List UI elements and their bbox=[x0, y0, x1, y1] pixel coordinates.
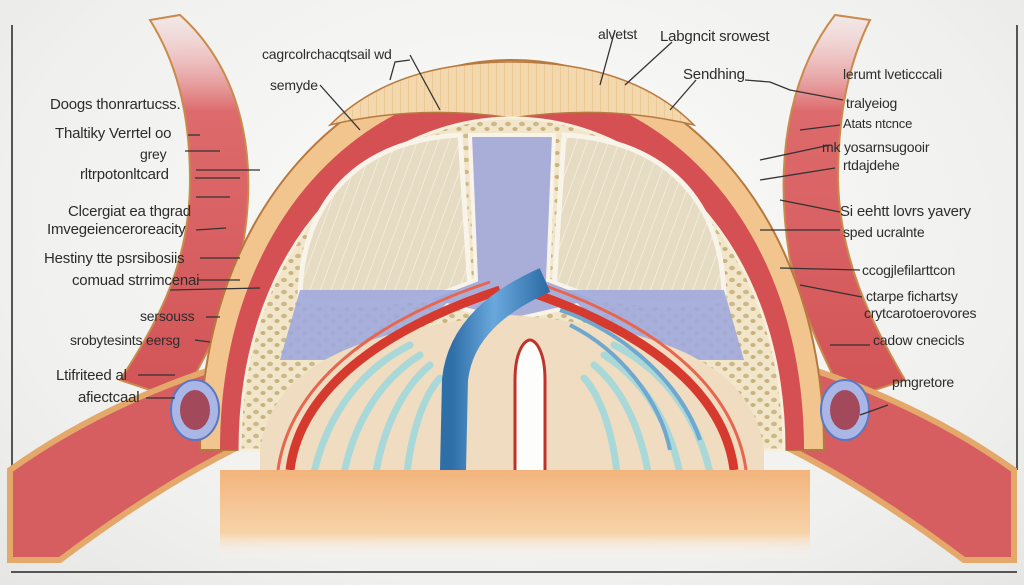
label-left-12: afiectcaal bbox=[78, 389, 140, 406]
label-right-11: cadow cnecicls bbox=[873, 332, 965, 348]
frame-right-line bbox=[1016, 25, 1018, 470]
right-red-vessel bbox=[522, 285, 739, 471]
label-top-1: cagrcolrchacqtsail wd bbox=[262, 46, 392, 62]
label-top-2: semyde bbox=[270, 77, 318, 93]
left-leader-lines bbox=[138, 134, 261, 399]
label-right-1: lerumt lveticccali bbox=[843, 66, 943, 82]
left-red-vessel bbox=[285, 285, 502, 471]
top-leader-lines bbox=[319, 29, 791, 131]
label-left-9: sersouss bbox=[140, 308, 195, 324]
lower-interior bbox=[260, 315, 764, 520]
label-top-4: Labgncit srowest bbox=[660, 28, 770, 45]
label-left-3: grey bbox=[140, 146, 167, 162]
left-red-vessel-2 bbox=[276, 280, 491, 471]
label-left-1: Doogs thonrartucss. bbox=[50, 96, 181, 113]
top-fascia bbox=[327, 61, 697, 127]
label-right-12: pmgretore bbox=[892, 374, 955, 390]
label-left-10: srobytesints eersg bbox=[70, 332, 181, 348]
right-leader-lines bbox=[759, 89, 889, 416]
label-right-5: rtdajdehe bbox=[843, 157, 900, 173]
label-right-10: crytcarotoerovores bbox=[864, 305, 977, 321]
label-left-8: comuad strrimcenai bbox=[72, 272, 200, 289]
label-right-2: tralyeiog bbox=[846, 95, 898, 111]
frame-left-line bbox=[11, 25, 13, 200]
frame-bottom-line bbox=[11, 571, 1017, 573]
label-right-8: ccogjlefilarttcon bbox=[862, 262, 956, 278]
label-right-6: Si eehtt lovrs yavery bbox=[840, 203, 971, 220]
bottom-tendon-fade bbox=[220, 470, 810, 560]
frame-left-line-lower bbox=[11, 200, 13, 540]
label-right-4: mk yosarnsugooir bbox=[822, 139, 930, 155]
label-left-7: Hestiny tte psrsibosiis bbox=[44, 250, 185, 267]
label-left-2: Thaltiky Verrtel oo bbox=[55, 125, 172, 142]
label-top-3: alvetst bbox=[598, 26, 638, 42]
label-left-5: Clcergiat ea thgrad bbox=[68, 203, 191, 220]
right-membrane bbox=[564, 290, 744, 360]
label-right-3: Atats ntcnce bbox=[843, 116, 913, 131]
label-left-11: Ltifriteed al bbox=[56, 367, 127, 384]
label-right-7: sped ucralnte bbox=[843, 224, 925, 240]
main-blue-vessel bbox=[439, 268, 551, 516]
right-red-vessel-2 bbox=[533, 280, 748, 471]
central-channel bbox=[417, 133, 607, 323]
left-membrane bbox=[280, 290, 460, 360]
label-left-4: rltrpotonltcard bbox=[80, 166, 169, 183]
label-top-5: Sendhing bbox=[683, 66, 745, 83]
label-left-6: Imvegeienceroreacity bbox=[47, 221, 186, 238]
label-right-9: ctarpe fichartsy bbox=[866, 288, 958, 304]
